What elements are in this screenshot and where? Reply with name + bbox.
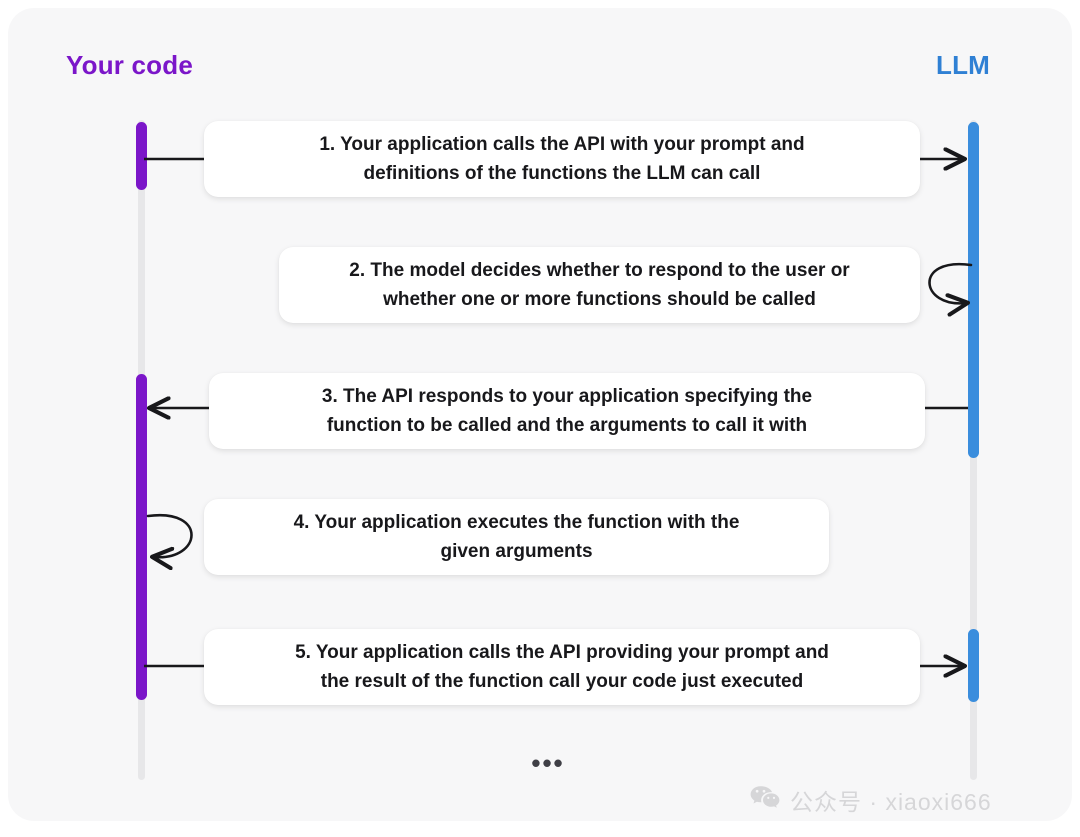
wechat-icon (750, 785, 780, 816)
activation-bar-your-code-1 (136, 122, 147, 190)
watermark-text: 公众号 · xiaoxi666 (790, 789, 992, 815)
activation-bar-your-code-2 (136, 374, 147, 700)
message-text-step-3: 3. The API responds to your application … (321, 385, 813, 436)
message-box-step-5: 5. Your application calls the API provid… (204, 629, 920, 705)
message-box-step-1: 1. Your application calls the API with y… (204, 121, 920, 197)
message-box-step-3: 3. The API responds to your application … (209, 373, 925, 449)
message-box-step-2: 2. The model decides whether to respond … (279, 247, 920, 323)
watermark: 公众号 · xiaoxi666 (750, 783, 992, 817)
diagram-canvas: Your code LLM 1. Your application calls … (8, 8, 1072, 821)
activation-bar-llm-1 (968, 122, 979, 458)
message-box-step-4: 4. Your application executes the functio… (204, 499, 829, 575)
actor-label-llm: LLM (936, 50, 991, 80)
message-text-step-5: 5. Your application calls the API provid… (295, 641, 829, 692)
actor-label-your-code: Your code (66, 50, 194, 80)
message-text-step-1: 1. Your application calls the API with y… (319, 133, 805, 184)
message-text-step-4: 4. Your application executes the functio… (293, 511, 740, 562)
arrow-step-2-self-loop (928, 262, 973, 303)
arrow-step-4-self-loop (146, 513, 193, 557)
activation-bar-llm-2 (968, 629, 979, 702)
message-text-step-2: 2. The model decides whether to respond … (349, 259, 850, 310)
continuation-ellipsis: ••• (531, 748, 565, 778)
